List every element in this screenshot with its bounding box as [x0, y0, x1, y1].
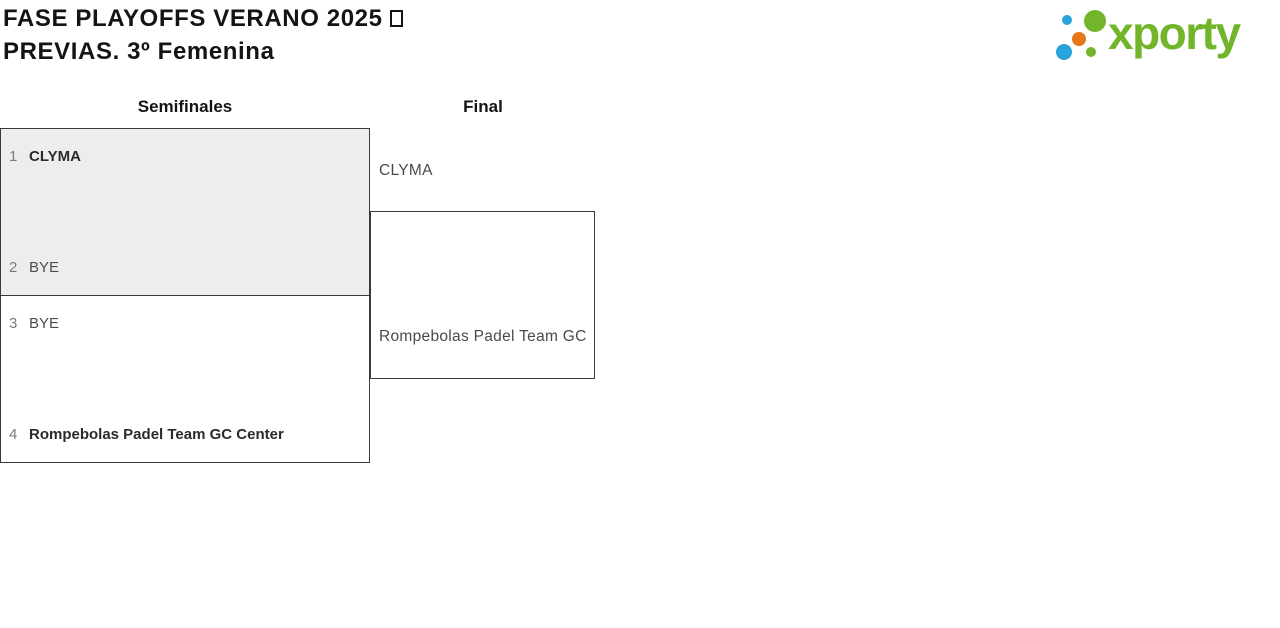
page-title-line1-text: FASE PLAYOFFS VERANO 2025: [3, 5, 383, 32]
team-row-seed-2: 2 BYE: [9, 259, 363, 277]
team-name: BYE: [29, 315, 60, 332]
seed-number: 2: [9, 259, 18, 276]
xporty-logo-wordmark: xporty: [1108, 7, 1241, 59]
team-name: BYE: [29, 259, 60, 276]
team-name: Rompebolas Padel Team GC Center: [29, 426, 284, 443]
logo-dot-green-small-icon: [1086, 47, 1096, 57]
seed-number: 1: [9, 148, 18, 165]
seed-number: 4: [9, 426, 18, 443]
round-header-final: Final: [463, 97, 503, 116]
round-header-semifinales: Semifinales: [137, 97, 233, 116]
team-name: CLYMA: [29, 148, 81, 165]
xporty-logo[interactable]: xporty: [1050, 0, 1280, 72]
page-title-line2: PREVIAS. 3º Femenina: [3, 38, 275, 65]
team-row-seed-4: 4 Rompebolas Padel Team GC Center: [9, 426, 363, 444]
final-match[interactable]: CLYMA Rompebolas Padel Team GC: [370, 162, 595, 379]
semifinal-match-1[interactable]: 1 CLYMA 2 BYE: [0, 128, 370, 295]
logo-dot-green-large-icon: [1084, 10, 1106, 32]
team-row-seed-3: 3 BYE: [9, 315, 363, 333]
seed-number: 3: [9, 315, 18, 332]
missing-glyph-icon: [389, 10, 403, 27]
semifinal-match-2[interactable]: 3 BYE 4 Rompebolas Padel Team GC Center: [0, 295, 370, 463]
page-title: FASE PLAYOFFS VERANO 2025 PREVIAS. 3º Fe…: [3, 2, 403, 68]
logo-dot-orange-icon: [1072, 32, 1086, 46]
logo-dot-blue-large-icon: [1056, 44, 1072, 60]
team-row-seed-1: 1 CLYMA: [9, 148, 363, 166]
page-title-line1: FASE PLAYOFFS VERANO 2025: [3, 2, 403, 35]
finalist-bottom-name: Rompebolas Padel Team GC: [379, 328, 587, 345]
finalist-top-name: CLYMA: [379, 162, 433, 179]
logo-dot-blue-small-icon: [1062, 15, 1072, 25]
